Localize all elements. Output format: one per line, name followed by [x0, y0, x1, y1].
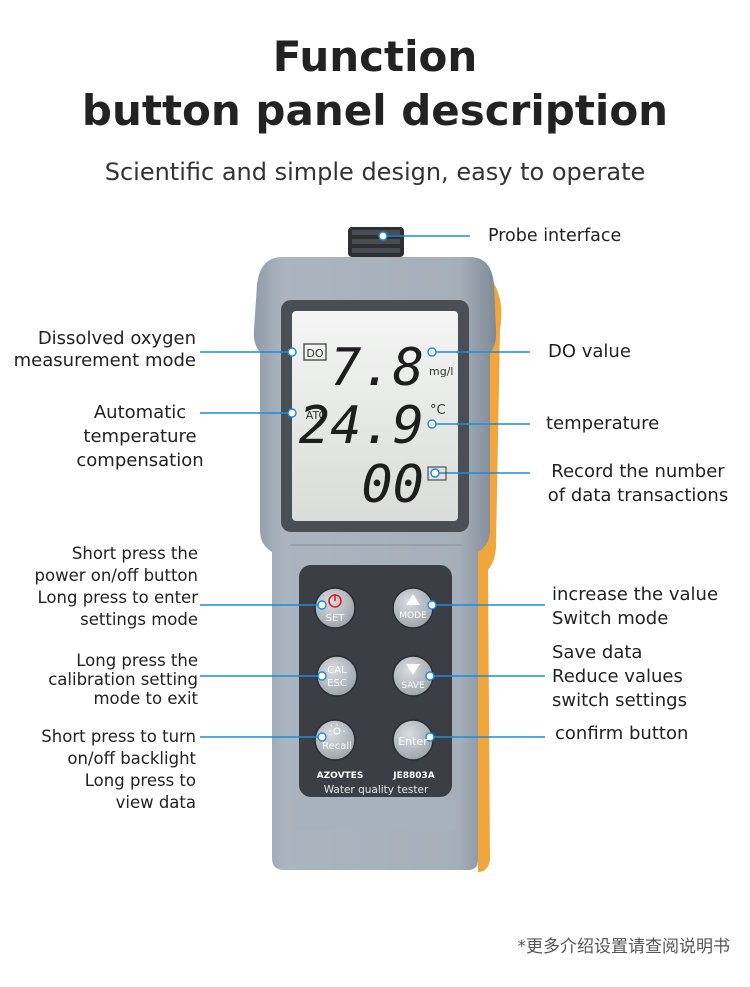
- footnote: *更多介绍设置请查阅说明书: [517, 937, 731, 957]
- record-icon: [427, 466, 447, 481]
- callout-lines: [200, 231, 545, 742]
- callout-save-line: switch settings: [552, 690, 687, 711]
- callout-atc: Automatic temperature compensation: [50, 401, 230, 473]
- callout-power-line: Long press to enter: [37, 588, 198, 607]
- callout-record-line: Record the number: [551, 461, 725, 482]
- callout-record: Record the number of data transactions: [540, 460, 736, 508]
- product-name-label: Water quality tester: [324, 784, 429, 796]
- callout-record-line: of data transactions: [547, 485, 729, 506]
- callout-do-mode: Dissolved oxygen measurement mode: [14, 328, 196, 372]
- callout-atc-line: compensation: [76, 450, 204, 471]
- callout-power-line: power on/off button: [34, 566, 199, 585]
- cal-label: CAL: [327, 665, 347, 676]
- lcd-do-value: 7.8: [330, 338, 424, 398]
- callout-backlight-line: Long press to: [84, 771, 196, 790]
- callout-do-mode-line: measurement mode: [13, 350, 196, 371]
- callout-mode: increase the value Switch mode: [552, 583, 718, 631]
- brand-label: AZOVTES: [317, 771, 364, 781]
- callout-do-value: DO value: [548, 341, 631, 362]
- enter-label: Enter: [398, 735, 428, 748]
- callout-probe: Probe interface: [488, 226, 622, 246]
- model-label: JE8803A: [392, 771, 435, 781]
- callout-atc-line: Automatic: [93, 402, 187, 423]
- callout-temperature: temperature: [546, 413, 660, 434]
- page-title-line-2: button panel description: [81, 86, 669, 135]
- mode-label: MODE: [399, 611, 427, 621]
- esc-label: ESC: [327, 678, 347, 689]
- save-label: SAVE: [401, 681, 425, 691]
- lcd-do-indicator: DO: [306, 347, 323, 360]
- mode-button[interactable]: [392, 587, 434, 629]
- callout-power: Short press the power on/off button Long…: [35, 543, 199, 631]
- callout-do-mode-line: Dissolved oxygen: [37, 328, 196, 349]
- recall-label: Recall: [322, 741, 352, 752]
- callout-cal-line: Long press the: [76, 651, 198, 670]
- lcd-do-unit: mg/l: [429, 365, 453, 378]
- set-label: SET: [326, 613, 346, 624]
- lcd-atc-indicator: ATC: [306, 409, 327, 422]
- callout-backlight-line: view data: [115, 793, 196, 812]
- callout-cal-line: mode to exit: [93, 689, 198, 708]
- power-set-button[interactable]: [314, 587, 356, 629]
- callout-enter: confirm button: [555, 723, 689, 744]
- light-icon: [329, 724, 345, 735]
- callout-mode-line: increase the value: [552, 584, 719, 605]
- callout-cal-line: calibration setting: [48, 670, 198, 689]
- callout-power-line: settings mode: [80, 610, 198, 629]
- callout-save-line: Save data: [552, 642, 643, 663]
- callout-backlight: Short press to turn on/off backlight Lon…: [41, 726, 196, 814]
- callout-power-line: Short press the: [71, 544, 198, 563]
- callout-backlight-line: Short press to turn: [41, 727, 196, 746]
- page-subtitle: Scientific and simple design, easy to op…: [104, 158, 646, 186]
- callout-cal: Long press the calibration setting mode …: [48, 651, 198, 708]
- page-title-line-1: Function: [272, 32, 478, 81]
- lcd-screen: [292, 311, 458, 521]
- lcd-temperature-value: 24.9: [299, 396, 424, 456]
- lcd-temperature-unit: °C: [430, 403, 446, 418]
- callout-save: Save data Reduce values switch settings: [552, 641, 687, 713]
- callout-atc-line: temperature: [83, 426, 197, 447]
- callout-save-line: Reduce values: [552, 666, 683, 687]
- lcd-record-count: 00: [361, 455, 424, 515]
- recall-button[interactable]: [314, 719, 356, 761]
- callout-backlight-line: on/off backlight: [67, 749, 196, 768]
- callout-mode-line: Switch mode: [552, 608, 669, 629]
- probe-connector: [348, 227, 404, 257]
